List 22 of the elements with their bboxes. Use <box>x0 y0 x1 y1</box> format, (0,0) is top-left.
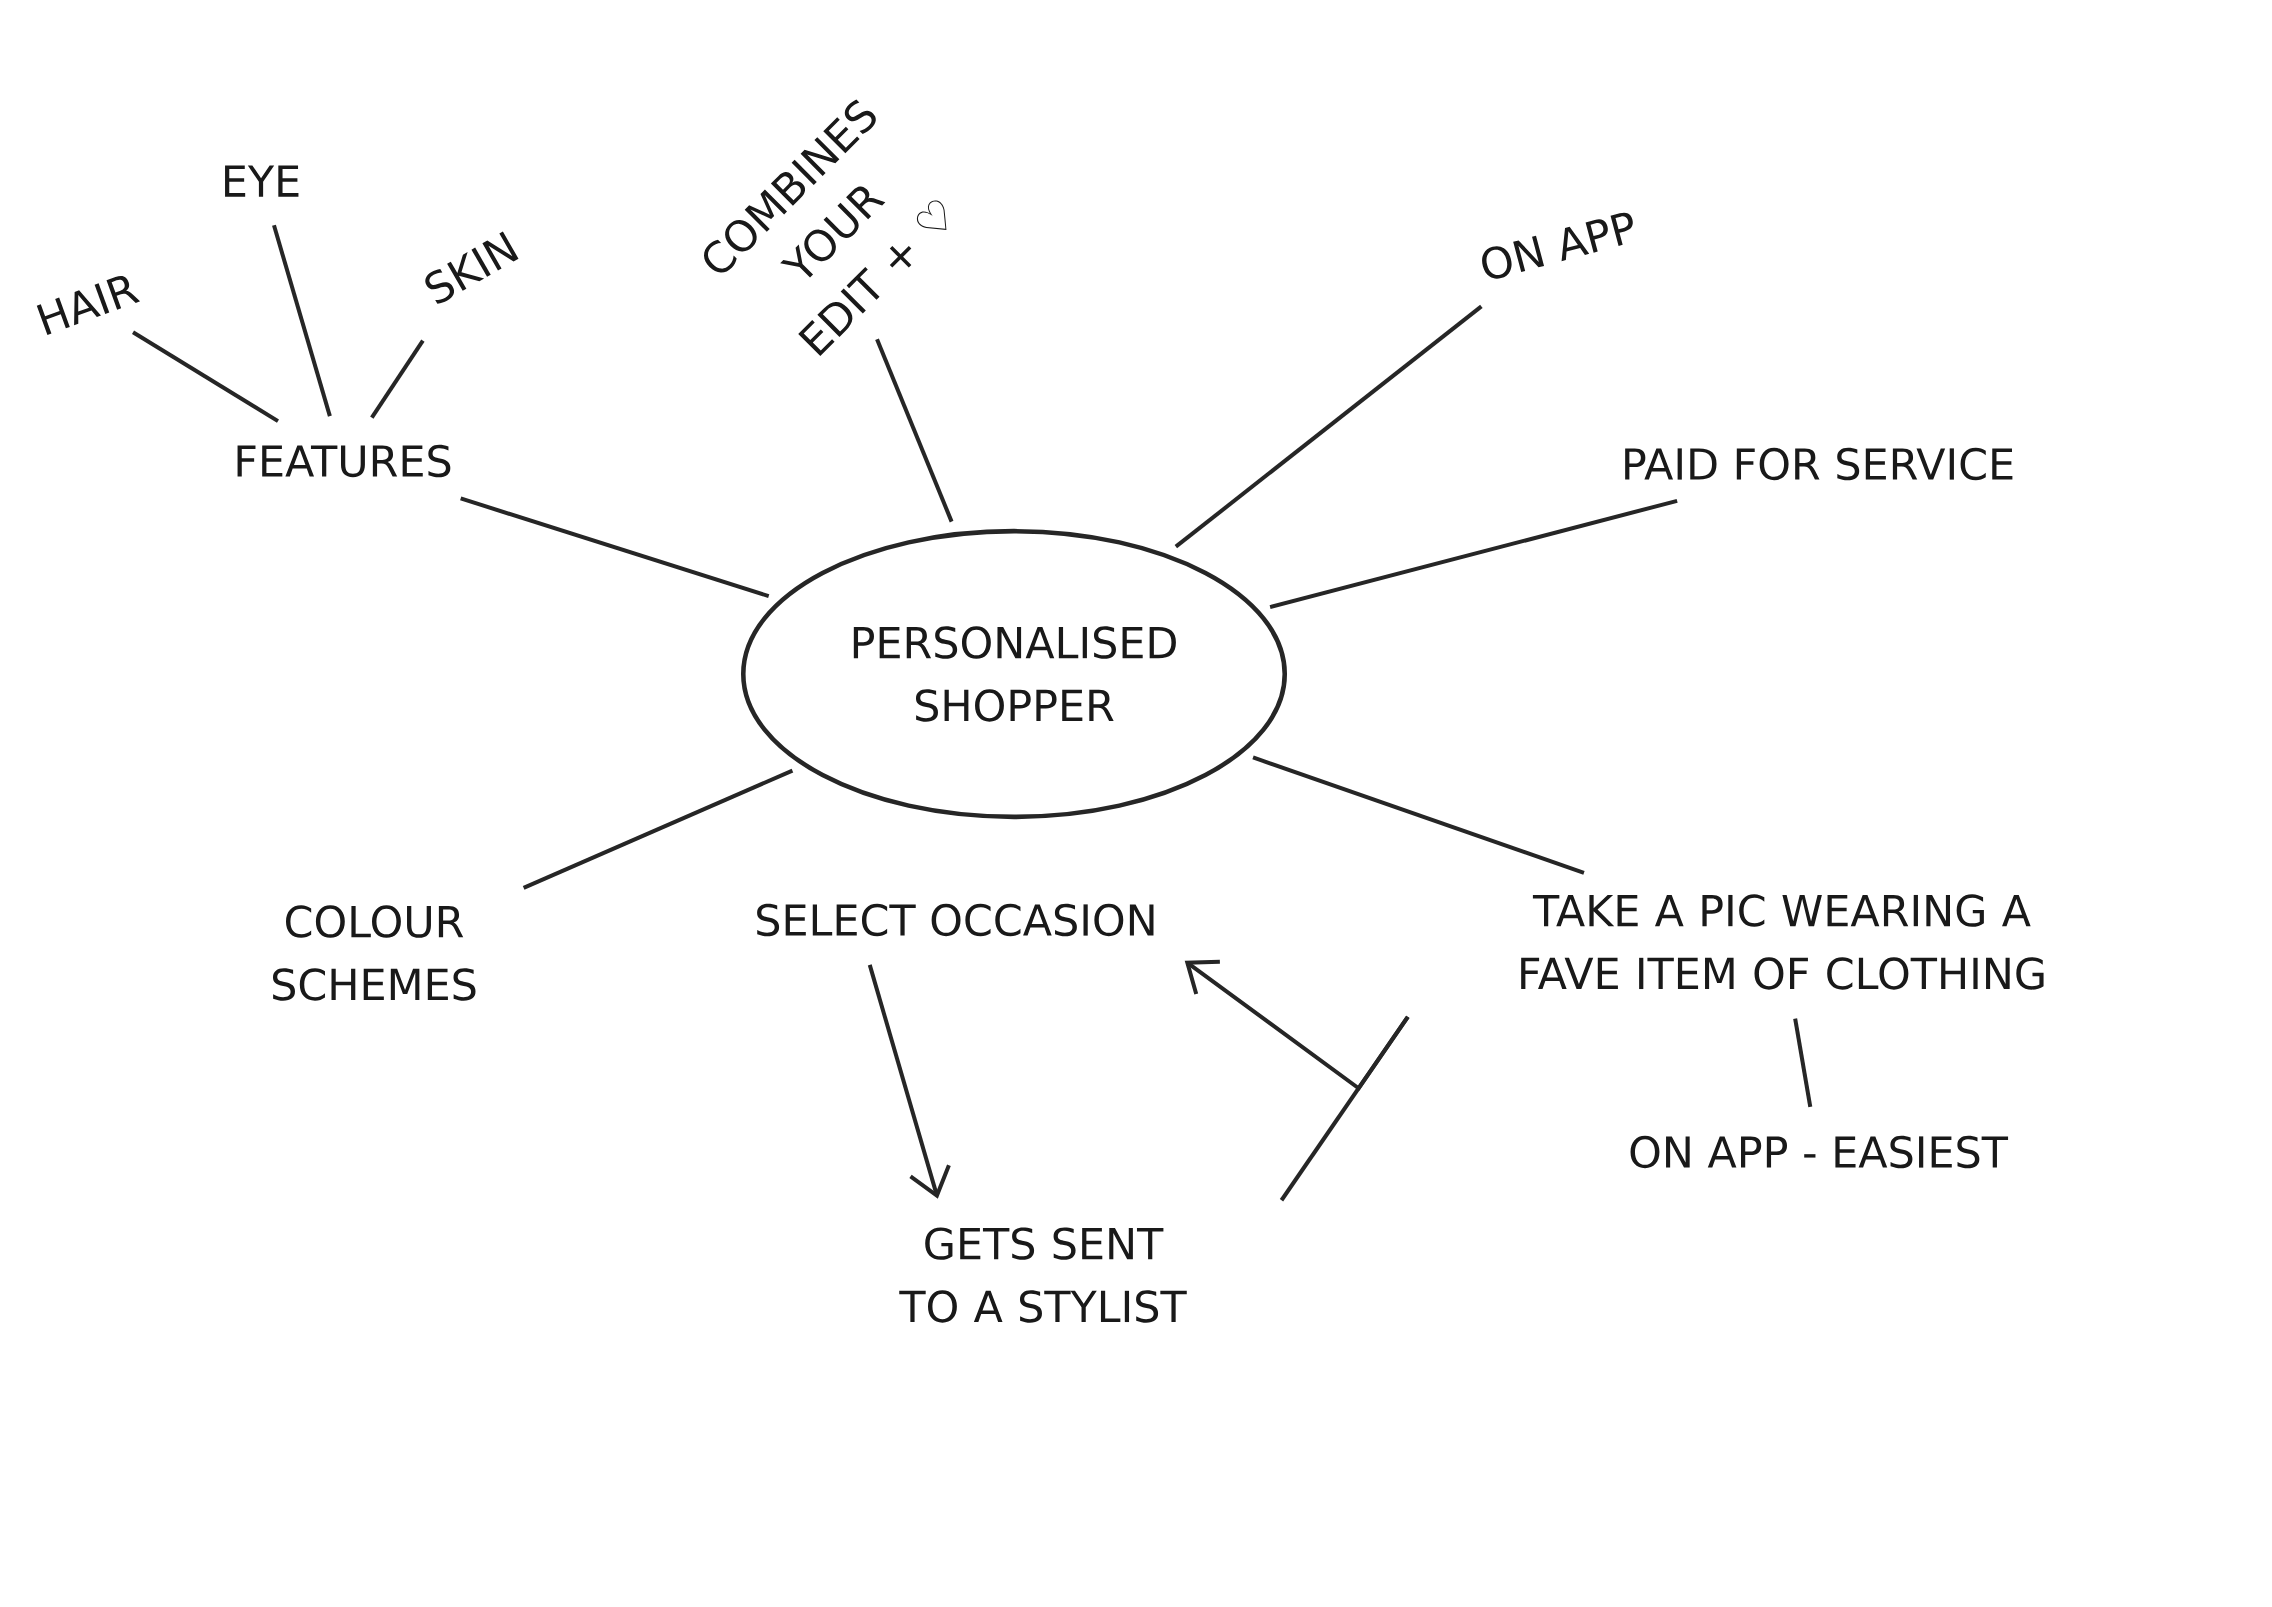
mind-map-label: TAKE A PIC WEARING A FAVE ITEM OF CLOTHING <box>1521 894 2044 990</box>
connector-line <box>272 224 332 417</box>
connector-line <box>132 330 280 423</box>
connector-line <box>1269 498 1678 610</box>
connector-line <box>1174 304 1483 549</box>
arrow <box>1184 959 1410 1092</box>
connector-line <box>1793 1018 1813 1108</box>
connector-line <box>875 338 954 523</box>
connector-line <box>460 496 770 599</box>
mind-map-label: ON APP <box>1482 212 1633 279</box>
mind-map-label: PAID FOR SERVICE <box>1625 447 2013 481</box>
connector-line <box>370 339 425 419</box>
mind-map-label: SELECT OCCASION <box>757 903 1154 937</box>
mind-map-label: GETS SENT TO A STYLIST <box>899 1227 1187 1323</box>
mind-map-label: FEATURES <box>237 444 451 478</box>
mind-map-label: ON APP - EASIEST <box>1630 1135 2009 1169</box>
mind-map-label: HAIR <box>36 275 141 336</box>
mind-map-label: COLOUR SCHEMES <box>273 905 476 1001</box>
connector-line <box>1252 755 1585 875</box>
connector-line <box>522 768 794 890</box>
mind-map-label: EYE <box>225 165 299 197</box>
arrow <box>867 964 951 1199</box>
